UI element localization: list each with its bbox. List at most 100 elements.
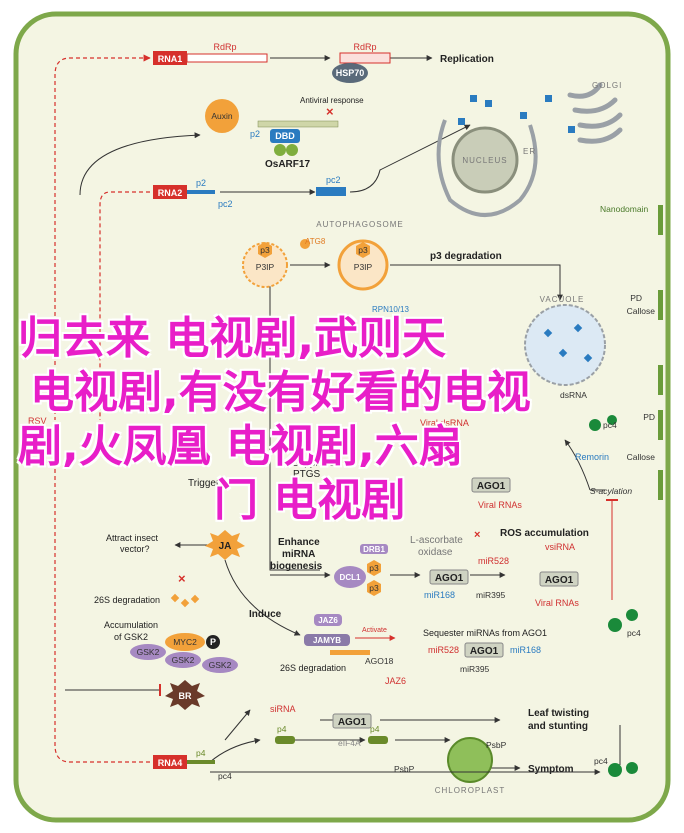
pc4-label-b: pc4 [218, 771, 232, 781]
nucleus [451, 126, 519, 194]
mir528-label-b: miR528 [428, 645, 459, 655]
psbp-label-2: PsbP [394, 764, 415, 774]
ago1-box-a [471, 477, 511, 493]
rpn-label: RPN10/13 [372, 305, 409, 314]
sequester-label: Sequester miRNAs from AGO1 [423, 628, 547, 638]
rna4-box [153, 755, 187, 769]
block-x-icon-2: × [178, 571, 186, 586]
replication-label: Replication [440, 54, 494, 65]
p-label: P [210, 637, 216, 647]
mir168-label-a: miR168 [424, 590, 455, 600]
block-x-icon: × [326, 104, 334, 119]
induce-label: Induce [249, 609, 282, 620]
viral-rnas-label-a: Viral RNAs [478, 500, 522, 510]
p2-label: p2 [250, 129, 260, 139]
sirna-label-b: vsiRNA [545, 542, 575, 552]
pc2-label-b: pc2 [326, 175, 341, 185]
nanodomain-label: Nanodomain [600, 204, 648, 214]
ago1-box-c [539, 571, 579, 587]
hsp70-label: HSP70 [336, 68, 365, 78]
p3ip-label: P3IP [256, 262, 275, 272]
rsv-label: RSV [28, 416, 47, 426]
autophagosome-label: AUTOPHAGOSOME [316, 220, 404, 229]
antiviral-label: Antiviral response [300, 96, 364, 105]
autophagosome-right [337, 239, 389, 291]
ros-label: ROS accumulation [500, 528, 589, 539]
attract-label-2: vector? [120, 544, 150, 554]
block-x-icon-3: × [474, 529, 480, 541]
symptom-label: Symptom [528, 764, 574, 775]
mir395-label-b: miR395 [460, 664, 490, 674]
remorin-label: Remorin [575, 452, 609, 462]
atg8-label: ATG8 [305, 237, 326, 246]
leaf-label-1: Leaf twisting [528, 708, 589, 719]
ago1-label-c: AGO1 [545, 575, 574, 586]
gsk2-label-c: GSK2 [209, 660, 232, 670]
ago1-label-a: AGO1 [477, 481, 506, 492]
autophagosome-left [242, 242, 288, 288]
enhance-label-3: biogenesis [270, 561, 323, 572]
auxin-icon [205, 99, 239, 133]
ago1-box-b [429, 569, 469, 585]
p3-label-4: p3 [369, 583, 379, 593]
mir395-label-a: miR395 [476, 590, 506, 600]
br-icon [165, 680, 205, 710]
p3-label-2: p3 [358, 245, 368, 255]
hsp70-protein [332, 63, 368, 83]
leaf-label-2: and stunting [528, 721, 588, 732]
p4-label-3: p4 [370, 724, 380, 734]
myc2-label: MYC2 [173, 637, 197, 647]
rna1-box [153, 51, 187, 65]
ptgs-label: PTGS [293, 469, 321, 480]
enhance-label-2: miRNA [282, 549, 315, 560]
br-label: BR [179, 691, 192, 701]
callose-label-b: Callose [627, 452, 656, 462]
chloroplast [447, 737, 493, 783]
pc4-label-d: pc4 [627, 628, 641, 638]
auxin-label: Auxin [211, 111, 233, 121]
rna4-label: RNA4 [158, 758, 183, 768]
p3-label: p3 [260, 245, 270, 255]
pc2-markers [458, 95, 575, 133]
dbd-protein [270, 129, 300, 143]
rna-dashed-paths [54, 54, 151, 763]
pd-label-a: PD [630, 293, 642, 303]
degradation-26s-label-a: 26S degradation [94, 595, 160, 605]
vacuole [524, 304, 606, 386]
enhance-label-1: Enhance [278, 537, 320, 548]
s-acylation-label: S-acylation [590, 486, 632, 496]
viral-dsrna-label: Viral dsRNA [420, 418, 469, 428]
jamyb-label: JAMYB [313, 636, 341, 645]
vacuole-contents [543, 323, 593, 363]
p4-label: p4 [196, 748, 206, 758]
viral-rnas-label-b: Viral RNAs [535, 598, 579, 608]
jaz6-label-2: JAZ6 [385, 676, 406, 686]
jamyb-protein [304, 634, 350, 646]
ja-label: JA [219, 541, 232, 552]
gsk2-label-b: GSK2 [172, 655, 195, 665]
pd-label-b: PD [643, 412, 655, 422]
nucleus-label: NUCLEUS [462, 156, 507, 165]
golgi [567, 82, 623, 144]
p2-label-2: p2 [196, 178, 206, 188]
rdrp-label: RdRp [213, 42, 236, 52]
p3-degradation-label: p3 degradation [430, 251, 502, 262]
myc2-protein [165, 633, 205, 651]
ago1-box-d [464, 642, 504, 658]
gsk2-label-a: GSK2 [137, 647, 160, 657]
dsrna-label: dsRNA [560, 390, 587, 400]
golgi-label: GOLGI [592, 81, 622, 90]
jaz6-protein [314, 614, 342, 626]
callose-label-a: Callose [627, 306, 656, 316]
l-ascorbate-label-2: oxidase [418, 547, 453, 558]
pc4-label-c: pc4 [594, 756, 608, 766]
ago1-label-e: AGO1 [338, 717, 367, 728]
drb1-protein [360, 544, 388, 554]
p4-label-2: p4 [277, 724, 287, 734]
dcl1-label: DCL1 [340, 573, 361, 582]
ago1-label-b: AGO1 [435, 573, 464, 584]
mir528-label-a: miR528 [478, 556, 509, 566]
p3-label-3: p3 [369, 563, 379, 573]
attract-label-1: Attract insect [106, 533, 159, 543]
psbp-label: PsbP [486, 740, 507, 750]
